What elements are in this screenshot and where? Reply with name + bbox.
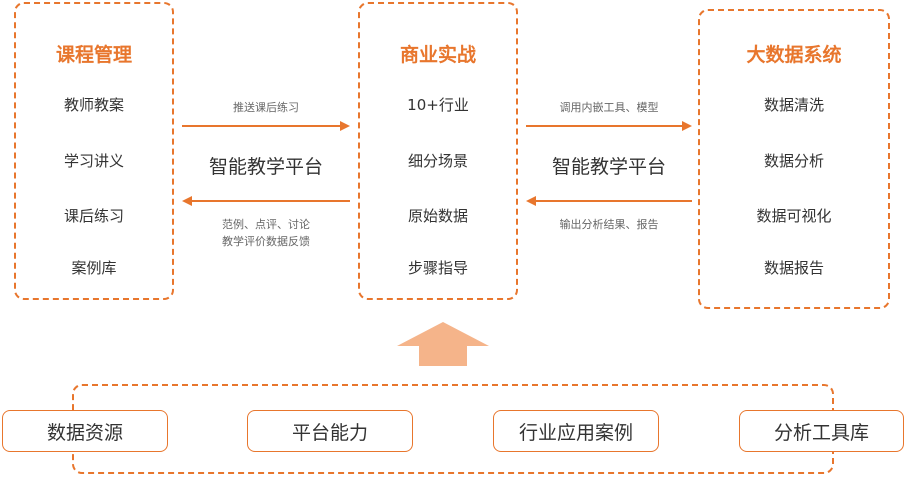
data-report-item: 数据报告 <box>763 259 824 277</box>
data-resources-pill: 数据资源 <box>2 410 168 452</box>
business-practice-title: 商业实战 <box>399 44 476 66</box>
course-management-box: 课程管理 教师教案 学习讲义 课后练习 案例库 <box>14 2 174 300</box>
output-arrow-line <box>536 200 692 202</box>
industries-item: 10+行业 <box>407 96 469 114</box>
smart-platform-label-right: 智能教学平台 <box>551 156 666 178</box>
course-management-title: 课程管理 <box>55 44 132 66</box>
feedback-arrowhead <box>182 196 192 206</box>
industry-cases-pill: 行业应用案例 <box>493 410 659 452</box>
foundation-box <box>72 384 834 474</box>
output-arrowhead <box>526 196 536 206</box>
step-guide-item: 步骤指导 <box>407 259 468 277</box>
call-tools-arrow-line <box>526 125 682 127</box>
big-data-system-title: 大数据系统 <box>746 44 842 66</box>
homework-item: 课后练习 <box>63 207 124 225</box>
smart-platform-label-left: 智能教学平台 <box>208 156 323 178</box>
push-arrow-line <box>182 125 340 127</box>
call-tools-label: 调用内嵌工具、模型 <box>559 101 659 114</box>
business-practice-box: 商业实战 10+行业 细分场景 原始数据 步骤指导 <box>358 2 518 300</box>
push-arrowhead <box>340 121 350 131</box>
study-notes-item: 学习讲义 <box>63 152 124 170</box>
feedback-arrow-line <box>192 200 350 202</box>
data-analysis-item: 数据分析 <box>763 152 824 170</box>
output-results-label: 输出分析结果、报告 <box>559 218 659 231</box>
scenarios-item: 细分场景 <box>407 152 468 170</box>
data-cleaning-item: 数据清洗 <box>763 96 824 114</box>
push-homework-label: 推送课后练习 <box>233 101 299 114</box>
feedback-label-line2: 教学评价数据反馈 <box>222 235 310 248</box>
teacher-lesson-plan-item: 教师教案 <box>63 96 124 114</box>
analysis-tools-pill: 分析工具库 <box>739 410 904 452</box>
case-library-item: 案例库 <box>71 259 117 277</box>
platform-capability-pill: 平台能力 <box>247 410 413 452</box>
feedback-label-line1: 范例、点评、讨论 <box>222 218 310 231</box>
big-data-system-box: 大数据系统 数据清洗 数据分析 数据可视化 数据报告 <box>698 9 890 309</box>
data-visualization-item: 数据可视化 <box>756 207 832 225</box>
raw-data-item: 原始数据 <box>407 207 468 225</box>
up-arrow-icon <box>397 322 489 366</box>
call-tools-arrowhead <box>682 121 692 131</box>
